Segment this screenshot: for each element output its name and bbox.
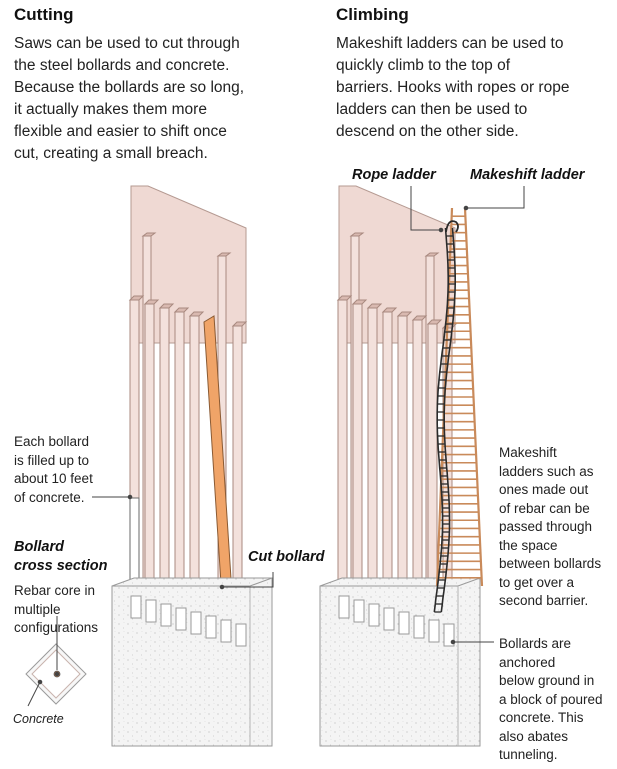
cut-bollard-label: Cut bollard <box>248 549 325 565</box>
climbing-body: Makeshift ladders can be used to quickly… <box>336 35 570 140</box>
cutting-title: Cutting <box>14 5 74 24</box>
left-barrier <box>111 185 273 747</box>
climbing-title: Climbing <box>336 5 409 24</box>
cutting-body: Saws can be used to cut through the stee… <box>14 35 245 162</box>
rope-ladder <box>433 220 459 613</box>
makeshift-ladder-label: Makeshift ladder <box>470 167 585 183</box>
concrete-label: Concrete <box>13 712 64 726</box>
right-barrier <box>319 185 484 747</box>
leader-cut-bollard <box>222 572 274 588</box>
left-concrete-block <box>111 577 273 747</box>
cross-section-title: Bollard cross section <box>14 539 108 574</box>
makeshift-ladder <box>435 207 484 587</box>
makeshift-ladder-note: Makeshift ladders such as ones made out … <box>499 445 602 608</box>
leader-lines <box>27 186 525 707</box>
anchored-note: Bollards are anchored below ground in a … <box>499 636 603 762</box>
rope-ladder-hook <box>445 220 459 233</box>
leader-makeshift-ladder <box>466 186 525 209</box>
bollard-fill-note: Each bollard is filled up to about 10 fe… <box>14 434 93 505</box>
rebar-core-note: Rebar core in multiple configurations <box>14 583 99 635</box>
rope-ladder-label: Rope ladder <box>352 167 436 183</box>
right-concrete-block <box>319 577 481 747</box>
leader-concrete <box>27 681 41 707</box>
leader-rope-ladder <box>410 186 441 231</box>
